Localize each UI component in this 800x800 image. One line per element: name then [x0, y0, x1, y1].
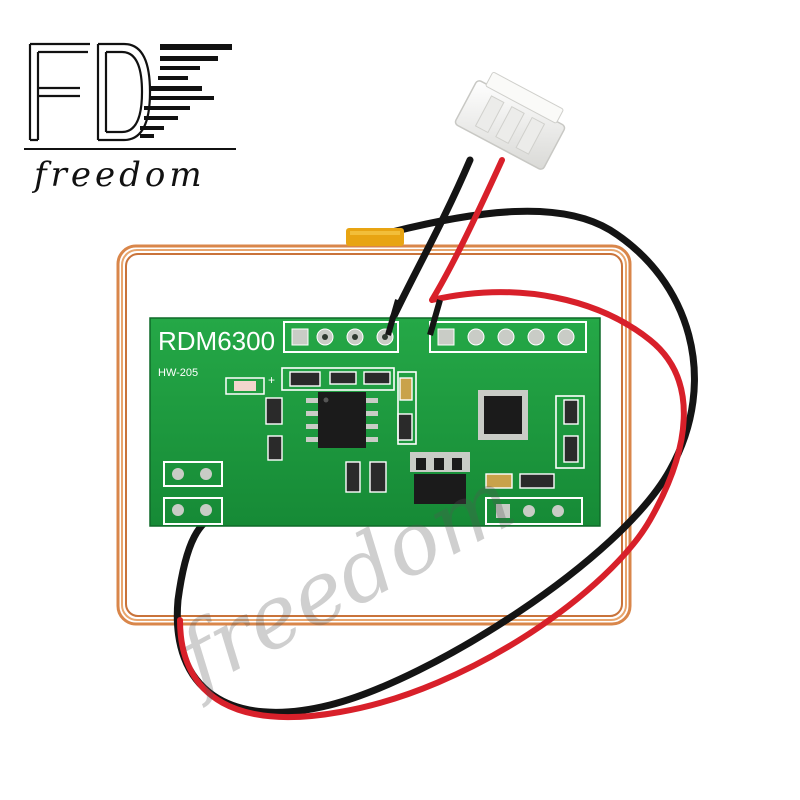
header-pads-right [429, 321, 587, 353]
ic-chip-soic [306, 392, 378, 448]
led-component [225, 377, 265, 395]
pcb-board: RDM6300 HW-205 + [149, 317, 601, 527]
ic-chip-qfn [478, 390, 528, 440]
silkscreen-outlines [281, 367, 585, 469]
antenna-pads [163, 461, 223, 525]
white-connector [454, 71, 566, 170]
smd-resistors [265, 371, 579, 493]
polarity-mark: + [268, 373, 275, 387]
board-version-label: HW-205 [158, 367, 198, 379]
header-pads-left [283, 321, 399, 353]
red-wire [177, 157, 687, 721]
fdf-logo: freedom [24, 42, 236, 195]
wire-ends [385, 299, 443, 336]
tape-clip [346, 228, 404, 246]
logo-tagline: freedom [31, 155, 206, 195]
voltage-regulator [410, 452, 470, 504]
board-model-label: RDM6300 [158, 326, 275, 356]
power-pads [485, 497, 583, 525]
